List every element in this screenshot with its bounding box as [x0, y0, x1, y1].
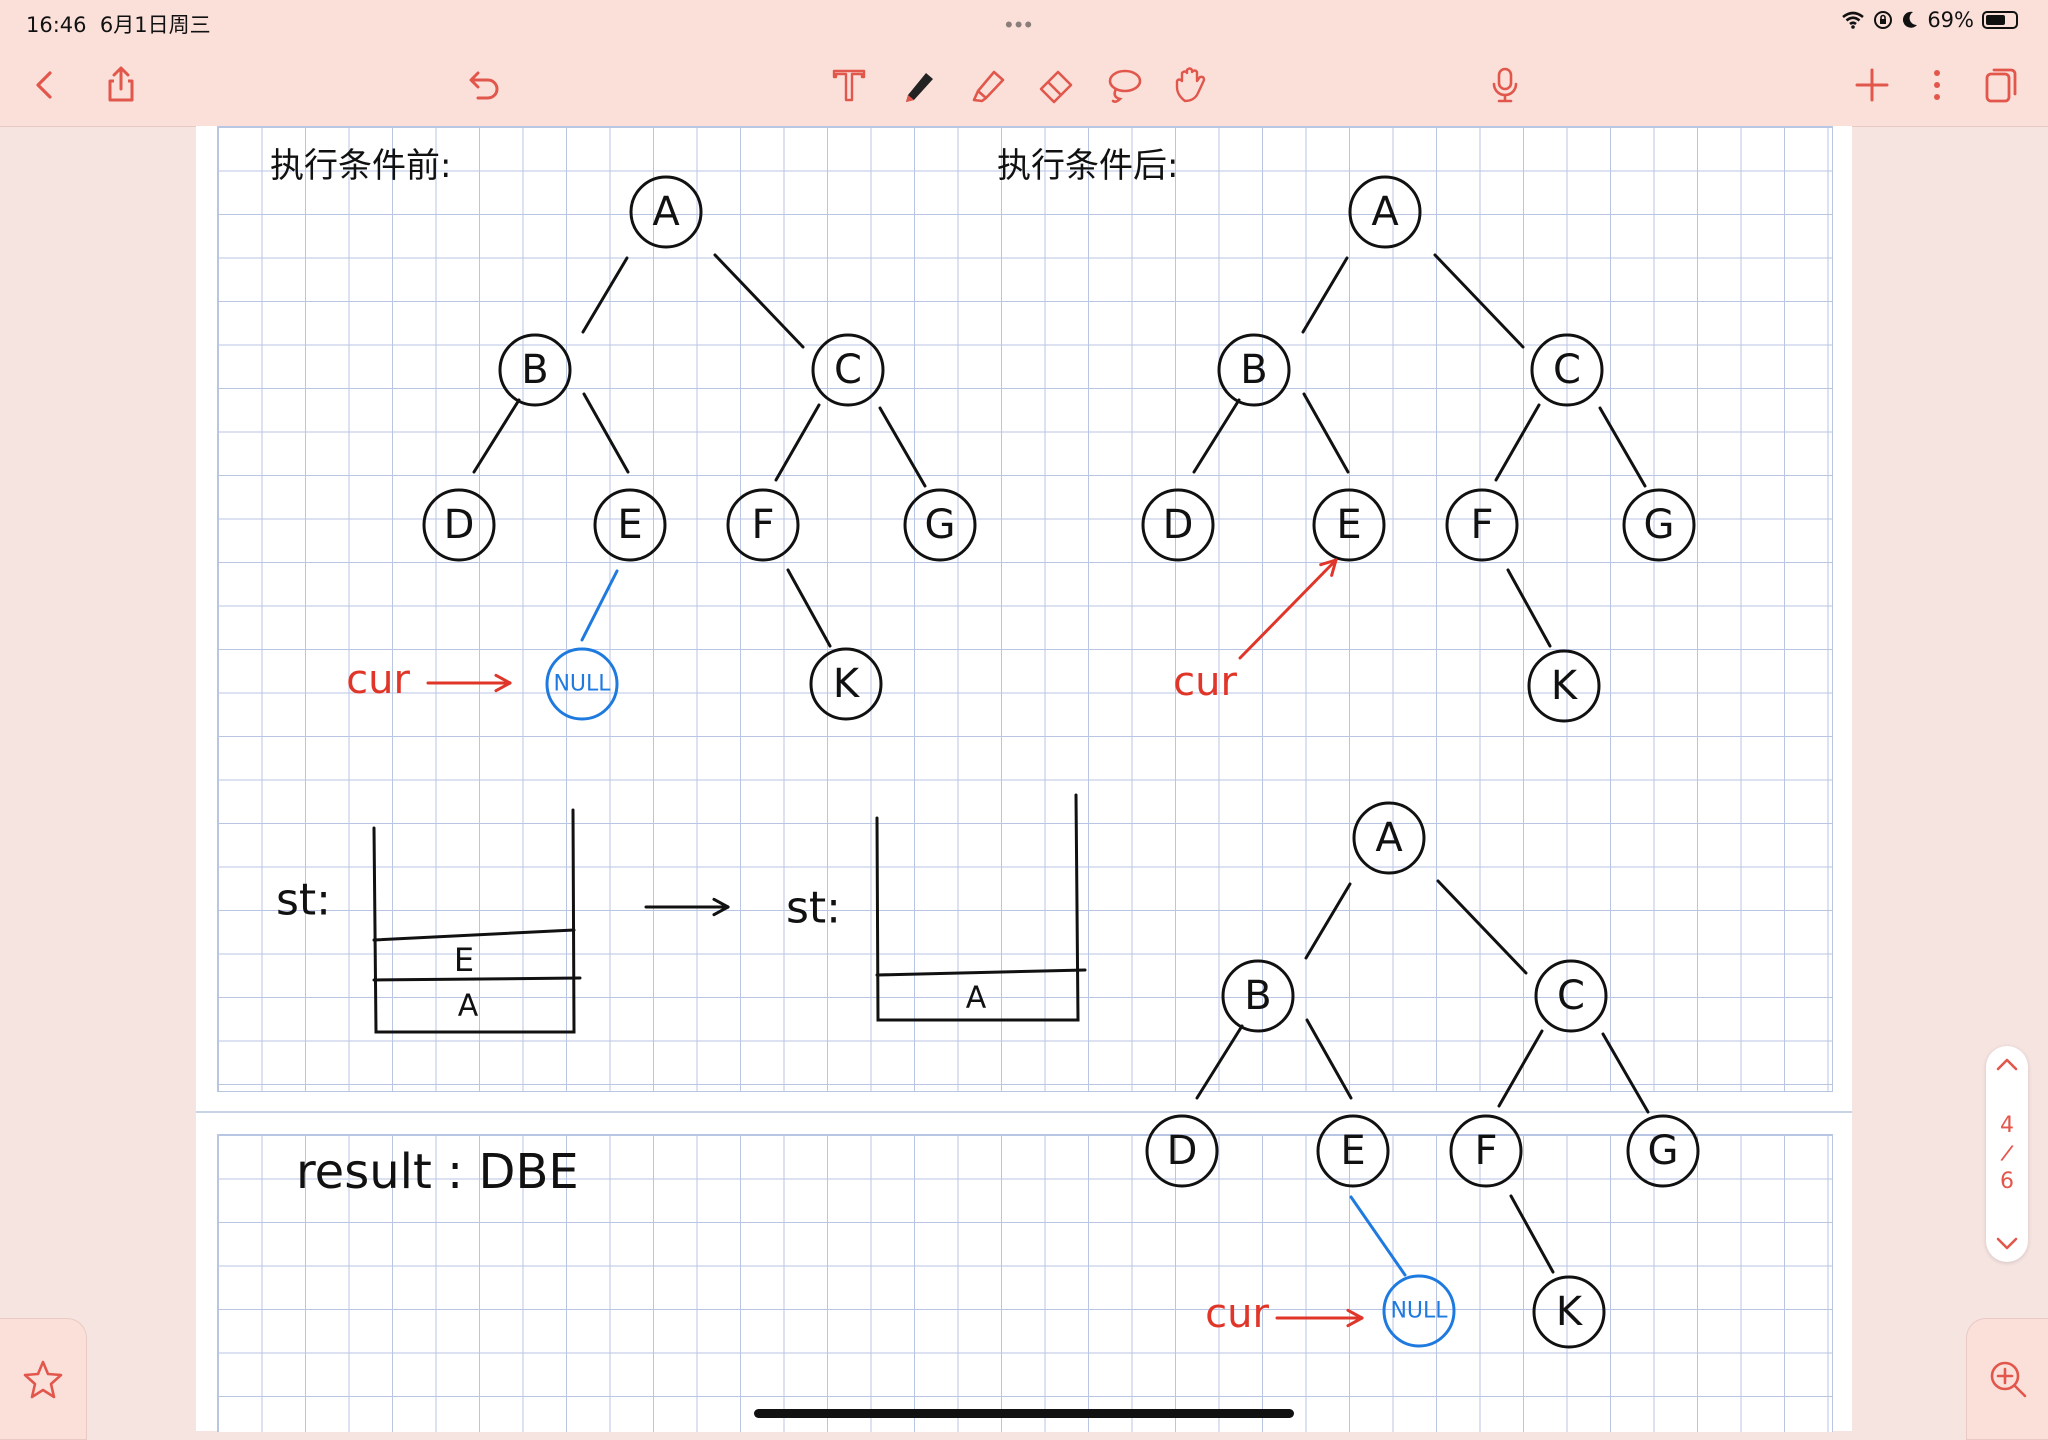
wifi-icon	[1842, 11, 1865, 29]
add-icon	[1855, 68, 1889, 102]
battery-percent: 69%	[1927, 8, 1974, 32]
pen-tool-icon	[906, 73, 933, 102]
multitasking-dots-icon[interactable]: •••	[1005, 12, 1035, 37]
clock-time: 16:46	[26, 13, 87, 37]
back-button[interactable]	[22, 62, 68, 108]
more-button[interactable]	[1914, 62, 1960, 108]
current-page: 4	[2000, 1113, 2014, 1138]
highlighter-tool-icon	[972, 70, 1005, 103]
eraser-tool-button[interactable]	[1033, 62, 1079, 108]
highlighter-tool-button[interactable]	[965, 62, 1011, 108]
pen-tool-button[interactable]	[897, 62, 943, 108]
eraser-tool-icon	[1039, 70, 1073, 104]
microphone-button[interactable]	[1482, 62, 1528, 108]
battery-fill	[1986, 15, 2005, 25]
hand-tool-icon	[1175, 67, 1206, 103]
favorite-button[interactable]	[0, 1318, 87, 1440]
share-button[interactable]	[98, 62, 144, 108]
text-tool-button[interactable]	[826, 62, 872, 108]
zoom-in-icon	[1990, 1361, 2027, 1398]
grid-page-5	[217, 1134, 1833, 1432]
grid-page-4	[217, 126, 1833, 1092]
zoom-button[interactable]	[1966, 1318, 2048, 1440]
undo-icon	[469, 71, 499, 100]
lasso-tool-icon	[1108, 69, 1142, 103]
status-time: 16:46 6月1日周三	[26, 9, 211, 39]
page-divider	[196, 1111, 1852, 1113]
lasso-tool-button[interactable]	[1101, 62, 1147, 108]
toolbar	[0, 44, 2048, 127]
lock-rotation-icon	[1874, 11, 1893, 29]
share-icon	[108, 66, 134, 102]
status-bar: 16:46 6月1日周三 ••• 69%	[0, 0, 2048, 44]
home-indicator[interactable]	[754, 1409, 1294, 1418]
page-number: 4 / 6	[1999, 1112, 2015, 1196]
back-icon	[36, 71, 52, 99]
status-icons: 69%	[1841, 8, 2018, 32]
chevron-down-icon[interactable]	[1995, 1236, 2019, 1252]
total-pages: 6	[2000, 1169, 2014, 1194]
text-tool-icon	[832, 69, 866, 102]
more-icon	[1934, 70, 1940, 100]
undo-button[interactable]	[461, 62, 507, 108]
pages-button[interactable]	[1978, 62, 2024, 108]
hand-tool-button[interactable]	[1168, 62, 1214, 108]
page-indicator[interactable]: 4 / 6	[1986, 1046, 2028, 1262]
battery-icon	[1982, 11, 2018, 29]
star-icon	[23, 1360, 63, 1399]
add-page-button[interactable]	[1849, 62, 1895, 108]
clock-date: 6月1日周三	[99, 13, 211, 37]
moon-icon	[1903, 11, 1918, 28]
microphone-icon	[1492, 67, 1518, 103]
pages-icon	[1985, 68, 2017, 103]
chevron-up-icon[interactable]	[1995, 1056, 2019, 1072]
page-separator: /	[1999, 1140, 2015, 1167]
